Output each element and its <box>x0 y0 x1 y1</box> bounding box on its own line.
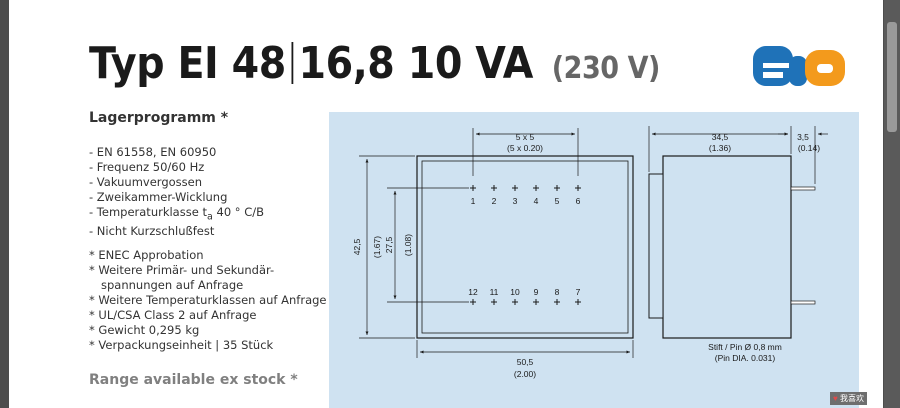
logo-text: era <box>796 68 803 73</box>
pin-label: 2 <box>492 196 497 206</box>
notes-list: * ENEC Approbation * Weitere Primär- und… <box>89 248 327 353</box>
note-item: * UL/CSA Class 2 auf Anfrage <box>89 308 257 322</box>
front-view-inner <box>421 160 629 334</box>
pin-length-inch-label: (0.14) <box>798 143 820 153</box>
spec-item-temperature: - Temperaturklasse ta 40 ° C/B <box>89 205 264 223</box>
spec-item: - Nicht Kurzschlußfest <box>89 224 215 239</box>
note-item: * ENEC Approbation <box>89 248 204 262</box>
note-item: * Verpackungseinheit | 35 Stück <box>89 338 274 352</box>
pin-row-top <box>470 185 581 191</box>
pin-pitch-inch-label: (5 x 0.20) <box>507 143 543 153</box>
dimension-drawing: 5 x 5 (5 x 0.20) 1 2 3 4 5 6 12 11 10 9 … <box>329 112 859 408</box>
side-view-core <box>648 173 664 319</box>
range-heading: Range available ex stock * <box>89 372 298 388</box>
side-view-body <box>662 155 792 339</box>
pin-note-inch: (Pin DIA. 0.031) <box>715 353 776 363</box>
depth-label: 34,5 <box>712 132 729 142</box>
pin-label: 6 <box>576 196 581 206</box>
pin-label: 9 <box>534 287 539 297</box>
side-view-pins <box>790 186 816 305</box>
pin-row-bottom <box>470 299 581 305</box>
title-type: Typ EI 48 <box>89 38 286 89</box>
note-item: * Weitere Primär- und Sekundär- <box>89 263 275 277</box>
pin-label: 10 <box>510 287 520 297</box>
note-item: * Gewicht 0,295 kg <box>89 323 200 337</box>
pin-label: 3 <box>513 196 518 206</box>
pin-label: 7 <box>576 287 581 297</box>
spec-item: - Vakuumvergossen <box>89 175 203 189</box>
spec-item: - Zweikammer-Wicklung <box>89 190 228 204</box>
spec-list: - EN 61558, EN 60950 - Frequenz 50/60 Hz… <box>89 145 264 239</box>
heart-icon: ♥ <box>833 394 838 403</box>
note-item: spannungen auf Anfrage <box>101 278 244 292</box>
vertical-scrollbar[interactable] <box>884 0 900 408</box>
height-label: 42,5 <box>352 238 362 255</box>
pin-label: 11 <box>490 287 499 297</box>
width-label: 50,5 <box>517 357 534 367</box>
pin-label: 1 <box>471 196 476 206</box>
row-spacing-inch-label: (1.08) <box>403 234 413 256</box>
depth-inch-label: (1.36) <box>709 143 731 153</box>
width-inch-label: (2.00) <box>514 369 536 379</box>
pin-label: 8 <box>555 287 560 297</box>
title-divider <box>291 42 294 84</box>
front-view-outer <box>416 155 634 339</box>
title-voltage: (230 V) <box>551 51 661 86</box>
pin-length-label: 3,5 <box>797 132 809 142</box>
pin-note: Stift / Pin Ø 0,8 mm <box>708 342 782 352</box>
spec-item: - EN 61558, EN 60950 <box>89 145 217 159</box>
spec-item: - Frequenz 50/60 Hz <box>89 160 205 174</box>
era-logo: era <box>753 46 845 86</box>
pin-pitch-label: 5 x 5 <box>516 132 535 142</box>
title-rating: 16,8 10 VA <box>298 38 533 89</box>
row-spacing-label: 27,5 <box>384 236 394 253</box>
section-heading: Lagerprogramm * <box>89 110 229 126</box>
height-inch-label: (1.67) <box>372 236 382 258</box>
pin-label: 12 <box>468 287 478 297</box>
scrollbar-thumb[interactable] <box>887 22 897 132</box>
note-item: * Weitere Temperaturklassen auf Anfrage <box>89 293 327 307</box>
logo-r-block <box>789 56 807 86</box>
drawing-svg: 5 x 5 (5 x 0.20) 1 2 3 4 5 6 12 11 10 9 … <box>352 126 828 379</box>
pin-label: 5 <box>555 196 560 206</box>
pin-label: 4 <box>534 196 539 206</box>
favorite-badge[interactable]: ♥ 我喜欢 <box>830 392 867 405</box>
